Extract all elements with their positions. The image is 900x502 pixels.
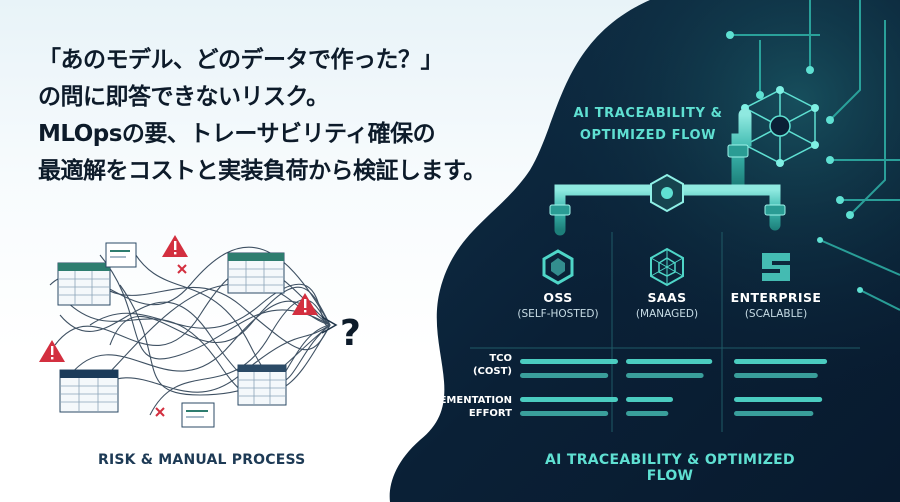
metric-bar-tco-2 [734,359,828,364]
headline-line-4: 最適解をコストと実装負荷から検証します。 [38,158,486,184]
column-sub: (MANAGED) [635,308,699,320]
column-name: OSS [543,290,573,305]
metric-bar-effort-2 [734,397,823,402]
metric-bar-effort-1 [626,411,669,416]
flow-title: AI TRACEABILITY & OPTIMIZED FLOW [548,103,748,147]
column-enterprise: ENTERPRISE (SCALABLE) [716,290,836,320]
risk-caption: RISK & MANUAL PROCESS [98,452,306,468]
metric-effort-label: IMPLEMENTATION EFFORT [400,394,512,420]
oss-hexagon-icon [542,249,574,285]
spreadsheet-icon [227,252,285,294]
bottom-title: AI TRACEABILITY & OPTIMIZED FLOW [545,452,795,484]
headline-line-2: の問に即答できないリスク。 [38,84,329,110]
enterprise-s-icon [762,253,790,281]
tangled-lines [49,244,331,416]
column-sub: (SCALABLE) [744,308,808,320]
spreadsheet-icon [59,369,119,413]
metric-bar-effort-1 [626,397,674,402]
column-name: ENTERPRISE [730,290,822,305]
metric-tco-label: TCO (COST) [400,352,512,378]
metric-bar-effort-0 [520,397,618,402]
document-icon [105,242,137,268]
x-mark-icon [155,407,165,417]
flow-title-line-1: AI TRACEABILITY & [573,106,723,121]
flow-title-line-2: OPTIMIZED FLOW [579,128,717,143]
metric-bar-tco-1 [626,359,713,364]
warning-icon [292,293,318,315]
circuit-traces [730,0,900,311]
headline-line-1: 「あのモデル、どのデータで作った？」 [38,47,443,73]
warning-icon [162,235,188,257]
metric-bar-effort-2 [734,411,814,416]
hex-valve-icon [650,173,684,213]
metric-line: EFFORT [468,408,512,419]
warning-icon [39,340,65,362]
question-icon: ? [340,313,361,354]
column-name: SAAS [647,290,687,305]
column-sub: (SELF-HOSTED) [517,308,599,320]
metric-bar-tco-0 [520,373,609,378]
headline: 「あのモデル、どのデータで作った？」 の問に即答できないリスク。 MLOpsの要… [38,42,486,190]
saas-cube-icon [650,247,684,287]
spreadsheet-icon [237,364,287,406]
column-oss: OSS (SELF-HOSTED) [498,290,618,320]
metric-bar-effort-0 [520,411,609,416]
document-icon [181,402,215,428]
metric-bar-tco-2 [734,373,818,378]
spreadsheet-icon [57,262,111,306]
metric-bars [520,359,828,416]
x-mark-icon [177,264,187,274]
metric-line: (COST) [472,366,512,377]
metric-bar-tco-0 [520,359,618,364]
headline-line-3: MLOpsの要、トレーサビリティ確保の [38,121,436,147]
metric-line: IMPLEMENTATION [412,395,512,406]
column-saas: SAAS (MANAGED) [607,290,727,320]
metric-line: TCO [489,353,512,364]
tangled-process-illustration: ? [39,235,361,428]
metric-bar-tco-1 [626,373,704,378]
